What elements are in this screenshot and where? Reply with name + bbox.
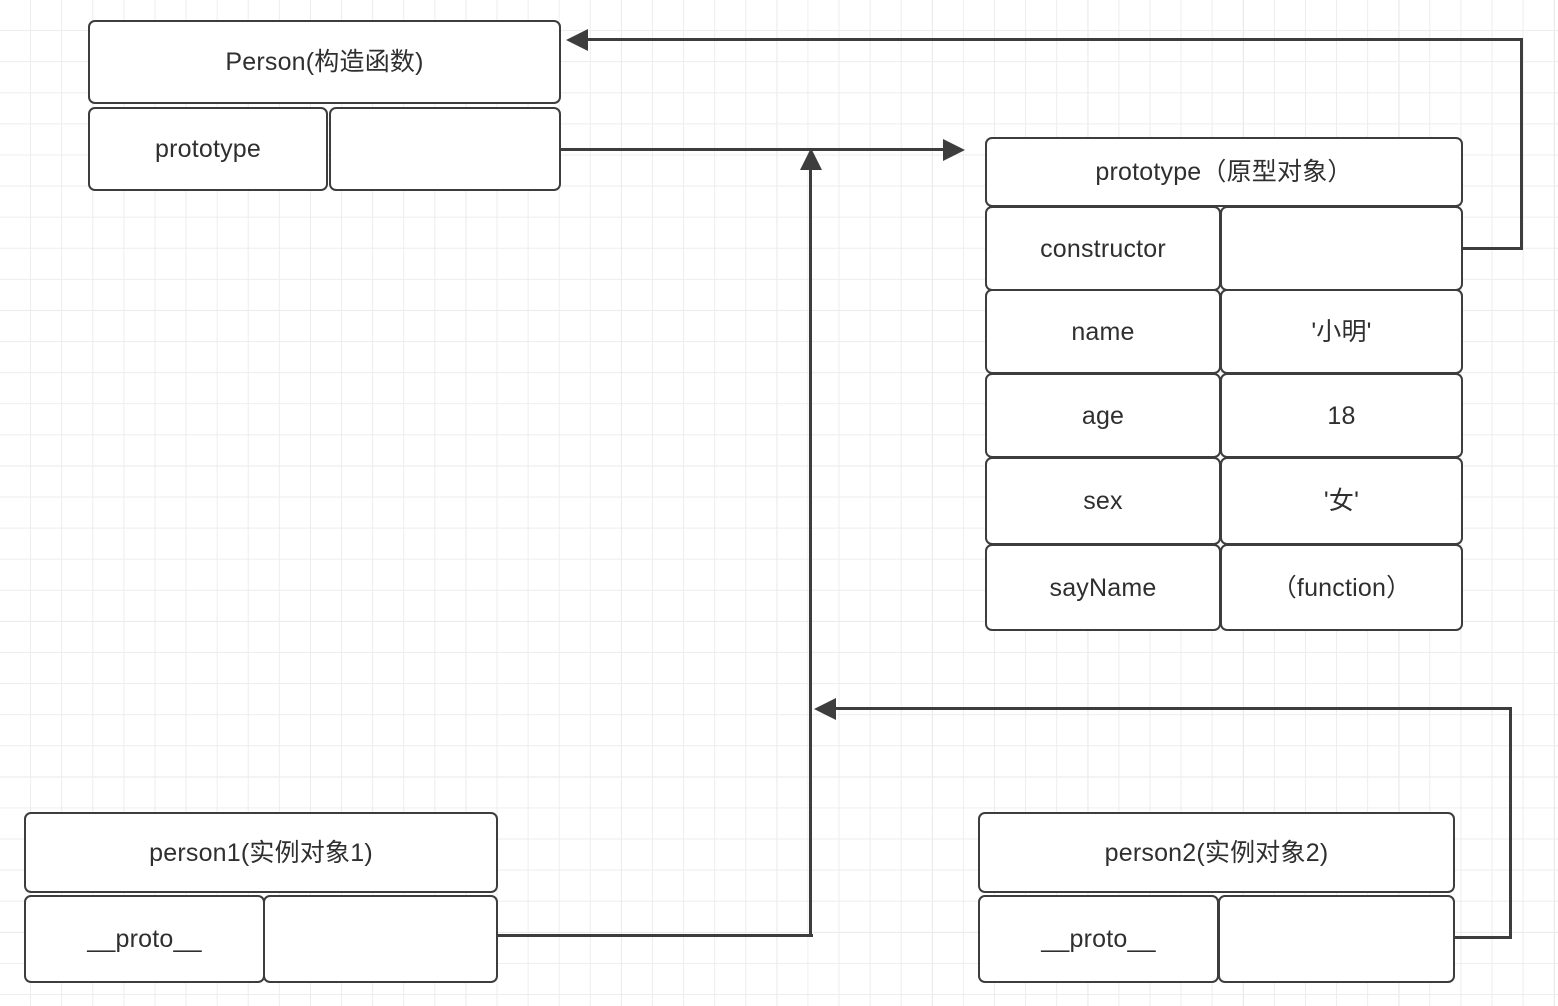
connector-constructor-to-person-segment-right [1463,247,1523,250]
prototype-row-0-value [1220,206,1463,291]
connector-prototype-to-prototype-object-line [561,148,945,151]
prototype-object-title: prototype（原型对象） [985,137,1463,207]
connector-constructor-to-person-arrowhead [566,29,588,51]
connector-person1-proto-segment-vertical [809,168,812,937]
connector-constructor-to-person-segment-top [586,38,1523,41]
prototype-row-3-key: sex [985,457,1221,545]
person1-title: person1(实例对象1) [24,812,498,893]
prototype-row-1-key: name [985,289,1221,374]
connector-person2-proto-segment-top [834,707,1512,710]
connector-constructor-to-person-segment-vertical [1520,38,1523,250]
person1-row-0-key: __proto__ [24,895,265,983]
prototype-row-4-value: （function） [1220,544,1463,631]
person2-row-0-key: __proto__ [978,895,1219,983]
prototype-row-4-key: sayName [985,544,1221,631]
person-constructor-row-0-value [329,107,561,191]
connector-prototype-to-prototype-object-arrowhead [943,139,965,161]
prototype-row-1-value: '小明' [1220,289,1463,374]
person1-row-0-value [263,895,498,983]
connector-person1-proto-arrowhead [800,148,822,170]
person-constructor-row-0-key: prototype [88,107,328,191]
connector-person1-proto-segment-bottom [496,934,813,937]
prototype-row-2-value: 18 [1220,373,1463,458]
person-constructor-title: Person(构造函数) [88,20,561,104]
connector-person2-proto-arrowhead [814,698,836,720]
prototype-row-2-key: age [985,373,1221,458]
connector-person2-proto-segment-vertical [1509,707,1512,939]
prototype-row-3-value: '女' [1220,457,1463,545]
connector-person2-proto-segment-right [1453,936,1512,939]
person2-row-0-value [1218,895,1455,983]
person2-title: person2(实例对象2) [978,812,1455,893]
prototype-row-0-key: constructor [985,206,1221,291]
